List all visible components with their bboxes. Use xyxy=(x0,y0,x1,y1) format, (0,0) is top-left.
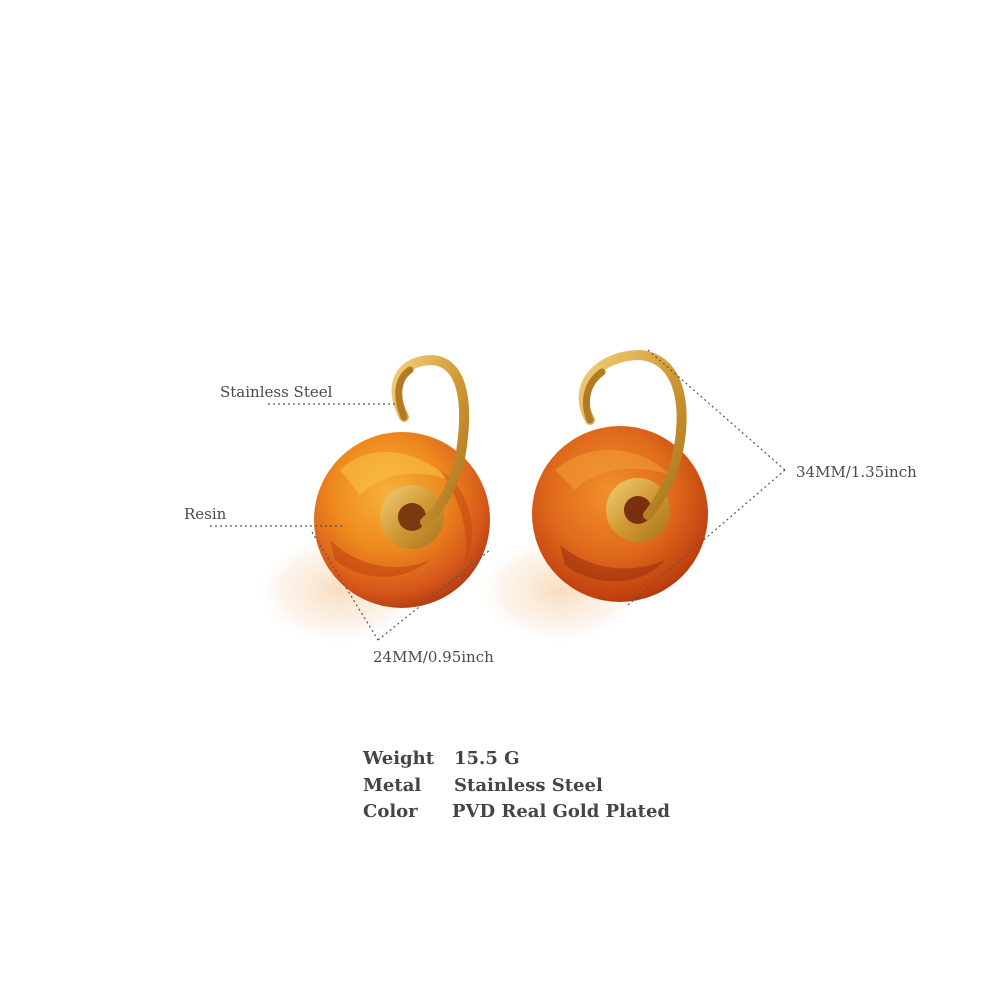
right-gold-hoop xyxy=(578,349,687,520)
spec-metal-value: Stainless Steel xyxy=(454,775,603,796)
total-length-label: 34MM/1.35inch xyxy=(796,463,917,481)
spec-weight-key: Weight xyxy=(363,748,435,769)
diameter-line-b xyxy=(377,549,491,641)
hoop-material-label: Stainless Steel xyxy=(220,383,333,401)
bead-diameter-label: 24MM/0.95inch xyxy=(373,648,494,666)
spec-color-key: Color xyxy=(363,801,418,822)
spec-weight-value: 15.5 G xyxy=(454,748,520,769)
leader-lines xyxy=(210,349,786,641)
spec-metal-key: Metal xyxy=(363,775,422,796)
diameter-line-a xyxy=(311,531,379,641)
spec-color-value: PVD Real Gold Plated xyxy=(452,801,671,822)
left-earring xyxy=(255,354,490,645)
length-line-a xyxy=(647,349,786,471)
right-earring xyxy=(475,349,708,645)
bead-material-label: Resin xyxy=(184,505,227,523)
